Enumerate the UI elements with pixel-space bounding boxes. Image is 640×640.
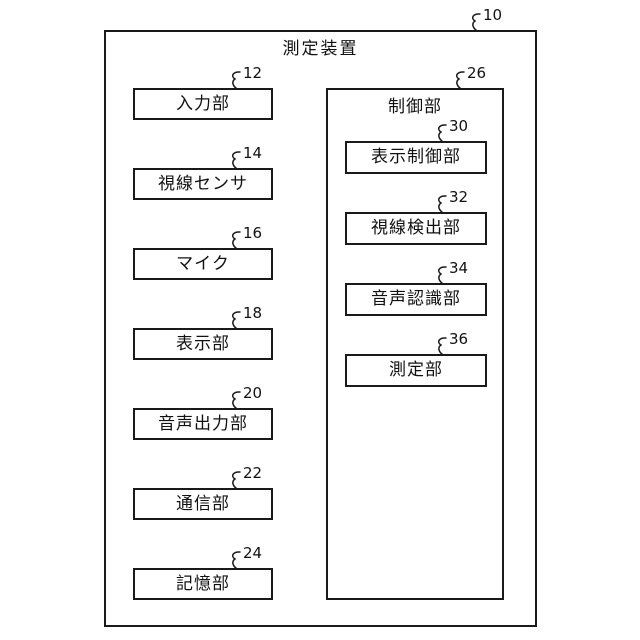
- ref-label-input-unit: 12: [230, 64, 263, 89]
- ref-label-storage-unit: 24: [230, 544, 263, 569]
- block-label: 測定部: [389, 360, 443, 380]
- ref-number: 24: [243, 544, 263, 562]
- block-label: 音声認識部: [371, 289, 461, 309]
- ref-label-microphone: 16: [230, 224, 263, 249]
- ref-label-communication-unit: 22: [230, 464, 263, 489]
- block-label: 表示制御部: [371, 147, 461, 167]
- ref-label-device: 10: [470, 6, 503, 31]
- ref-label-voice-recognition-unit: 34: [436, 259, 469, 284]
- block-label: 視線センサ: [158, 173, 248, 194]
- leader-squiggle-icon: [438, 337, 447, 355]
- ref-number: 30: [449, 117, 469, 135]
- ref-label-display-unit: 18: [230, 304, 263, 329]
- leader-squiggle-icon: [438, 266, 447, 284]
- ref-number: 26: [467, 64, 487, 82]
- ref-number: 34: [449, 259, 469, 277]
- leader-squiggle-icon: [456, 71, 465, 89]
- ref-number: 36: [449, 330, 469, 348]
- block-communication-unit: 通信部: [133, 488, 273, 520]
- leader-squiggle-icon: [438, 124, 447, 142]
- ref-label-display-control-unit: 30: [436, 117, 469, 142]
- block-storage-unit: 記憶部: [133, 568, 273, 600]
- ref-number: 20: [243, 384, 263, 402]
- leader-squiggle-icon: [232, 471, 241, 489]
- leader-squiggle-icon: [232, 231, 241, 249]
- ref-number: 10: [483, 6, 503, 24]
- block-label: 視線検出部: [371, 218, 461, 238]
- ref-number: 12: [243, 64, 263, 82]
- ref-number: 22: [243, 464, 263, 482]
- ref-number: 18: [243, 304, 263, 322]
- block-label: 入力部: [176, 93, 230, 114]
- block-gaze-sensor: 視線センサ: [133, 168, 273, 200]
- ref-label-control-unit: 26: [454, 64, 487, 89]
- leader-squiggle-icon: [232, 391, 241, 409]
- leader-squiggle-icon: [232, 551, 241, 569]
- block-display-control-unit: 表示制御部: [345, 141, 487, 174]
- block-label: 音声出力部: [158, 413, 248, 434]
- control-unit-title: 制御部: [388, 97, 442, 117]
- block-label: マイク: [176, 253, 230, 274]
- block-label: 通信部: [176, 493, 230, 514]
- block-microphone: マイク: [133, 248, 273, 280]
- leader-squiggle-icon: [232, 151, 241, 169]
- block-audio-output-unit: 音声出力部: [133, 408, 273, 440]
- ref-label-gaze-sensor: 14: [230, 144, 263, 169]
- block-measurement-unit: 測定部: [345, 354, 487, 387]
- block-display-unit: 表示部: [133, 328, 273, 360]
- block-label: 表示部: [176, 333, 230, 354]
- ref-number: 14: [243, 144, 263, 162]
- ref-label-measurement-unit: 36: [436, 330, 469, 355]
- block-label: 記憶部: [176, 573, 230, 594]
- ref-label-gaze-detection-unit: 32: [436, 188, 469, 213]
- ref-number: 16: [243, 224, 263, 242]
- block-gaze-detection-unit: 視線検出部: [345, 212, 487, 245]
- leader-squiggle-icon: [472, 13, 481, 31]
- leader-squiggle-icon: [232, 71, 241, 89]
- ref-label-audio-output-unit: 20: [230, 384, 263, 409]
- block-voice-recognition-unit: 音声認識部: [345, 283, 487, 316]
- ref-number: 32: [449, 188, 469, 206]
- device-title: 測定装置: [282, 39, 359, 59]
- leader-squiggle-icon: [438, 195, 447, 213]
- leader-squiggle-icon: [232, 311, 241, 329]
- block-input-unit: 入力部: [133, 88, 273, 120]
